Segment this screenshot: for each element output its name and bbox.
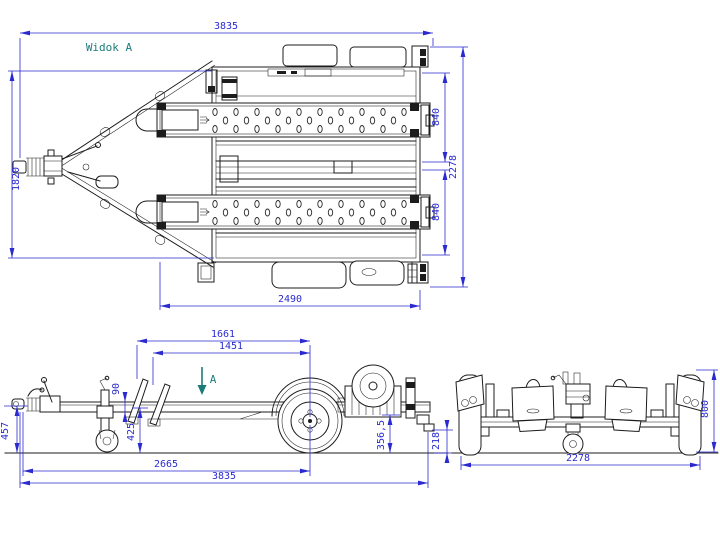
top-view-coupling [12,142,119,189]
dim-lane-width-1: 840 [431,108,442,126]
jockey-wheel-side [95,375,119,453]
rear-view-dimensions: 800 2278 [460,369,718,470]
dim-lane-width-2: 840 [431,203,442,221]
side-view-chassis [4,377,449,454]
dim-rear-overall-height: 800 [700,400,711,418]
top-view-drawbar [56,60,217,268]
view-arrow-label: A [210,373,217,386]
rear-view: 800 2278 [451,369,719,470]
jockey-wheel-rear [562,423,584,455]
winch-assembly-rear [550,371,591,419]
dim-frame-height: 90 [111,383,122,395]
top-view: 3835 1820 2278 840 840 2490 Widok A [8,21,468,310]
dim-top-overall-width: 2278 [448,155,459,179]
dim-top-overall-length: 3835 [214,21,238,32]
dim-rear-clearance: 218 [431,432,442,450]
loading-ramp-top [135,102,435,138]
loading-ramp-bottom [135,194,435,230]
dim-stand-rear-spacing: 1451 [219,341,243,352]
dim-stand-front-spacing: 1661 [211,329,235,340]
rear-view-geometry [451,374,719,456]
dim-rear-height: 356,5 [376,420,387,450]
dim-top-frame-width: 1820 [11,167,22,191]
side-view: 1661 1451 90 425 457 2665 3835 356,5 [0,329,453,488]
dim-side-overall-length: 3835 [212,471,236,482]
dim-coupling-height: 457 [0,422,11,440]
top-view-dimensions: 3835 1820 2278 840 840 2490 [8,21,468,310]
top-view-fenders [197,44,418,289]
wheel-stands-side [125,378,171,427]
top-view-label: Widok A [86,41,133,54]
dim-rear-overall-width: 2278 [566,453,590,464]
wheel-chock-plate-left [511,379,555,433]
view-direction-arrow: A [197,367,217,395]
dim-hitch-to-axle: 2665 [154,459,178,470]
spare-wheel-rack-side [337,364,435,432]
side-view-dimensions: 1661 1451 90 425 457 2665 3835 356,5 [0,329,453,488]
top-view-bed [205,45,429,284]
wheel-chock-plate-right [604,379,648,433]
dim-bed-length: 2490 [278,294,302,305]
dim-loading-height: 425 [126,423,137,441]
